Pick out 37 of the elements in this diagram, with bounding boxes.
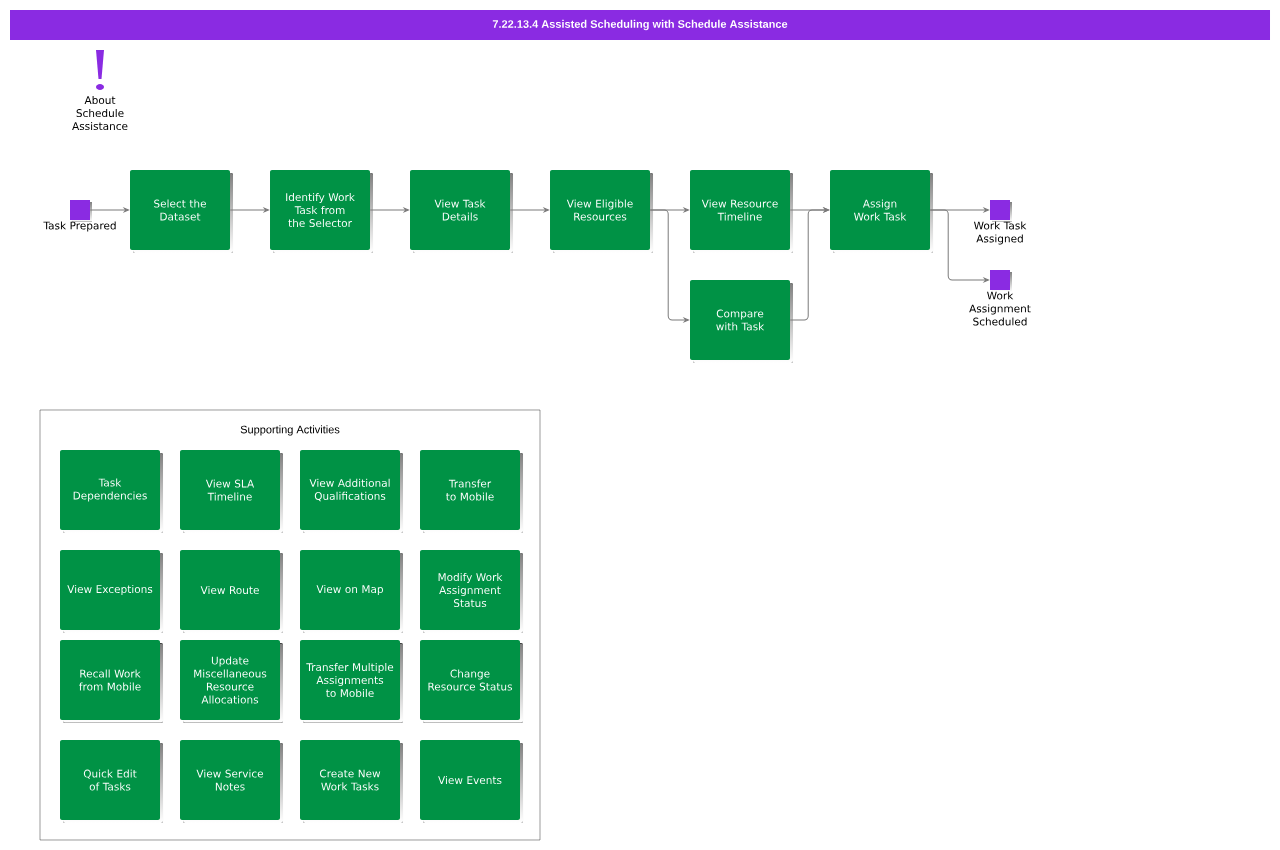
process-box: Transfer Multiple Assignments to Mobile xyxy=(300,640,403,723)
process-box: Update Miscellaneous Resource Allocations xyxy=(180,640,283,723)
process-box: Assign Work Task xyxy=(830,170,933,253)
process-box: View Route xyxy=(180,550,283,633)
process-box: Identify Work Task from the Selector xyxy=(270,170,373,253)
event-square: Work Task Assigned xyxy=(974,200,1027,245)
note-label: About Schedule Assistance xyxy=(72,95,128,131)
process-box: Create New Work Tasks xyxy=(300,740,403,823)
arrow xyxy=(89,207,130,213)
process-box: View Resource Timeline xyxy=(690,170,793,253)
node-label: Task Prepared xyxy=(43,221,116,232)
process-box: Task Dependencies xyxy=(60,450,163,533)
process-box: View SLA Timeline xyxy=(180,450,283,533)
arrow xyxy=(509,207,550,213)
node-label: Work Assignment Scheduled xyxy=(969,291,1031,326)
process-box: Quick Edit of Tasks xyxy=(60,740,163,823)
process-box: View Additional Qualifications xyxy=(300,450,403,533)
process-box: View Eligible Resources xyxy=(550,170,653,253)
arrow xyxy=(229,207,270,213)
arrow xyxy=(369,207,410,213)
arrow xyxy=(929,209,990,283)
process-box: Change Resource Status xyxy=(420,640,523,723)
process-box: View on Map xyxy=(300,550,403,633)
process-box: Select the Dataset xyxy=(130,170,233,253)
process-box: View Exceptions xyxy=(60,550,163,633)
title-bar: 7.22.13.4 Assisted Scheduling with Schedule Assistance xyxy=(10,10,1270,40)
process-box: View Events xyxy=(420,740,523,823)
process-box: Recall Work from Mobile xyxy=(60,640,163,723)
process-box: Transfer to Mobile xyxy=(420,450,523,533)
event-square: Work Assignment Scheduled xyxy=(969,270,1031,326)
arrow xyxy=(649,209,690,323)
node-label: Work Task Assigned xyxy=(973,221,1027,245)
process-box: View Service Notes xyxy=(180,740,283,823)
process-box: View Task Details xyxy=(410,170,513,253)
event-square: Task Prepared xyxy=(43,200,116,232)
process-box: Compare with Task xyxy=(690,280,793,363)
process-box: Modify Work Assignment Status xyxy=(420,550,523,633)
